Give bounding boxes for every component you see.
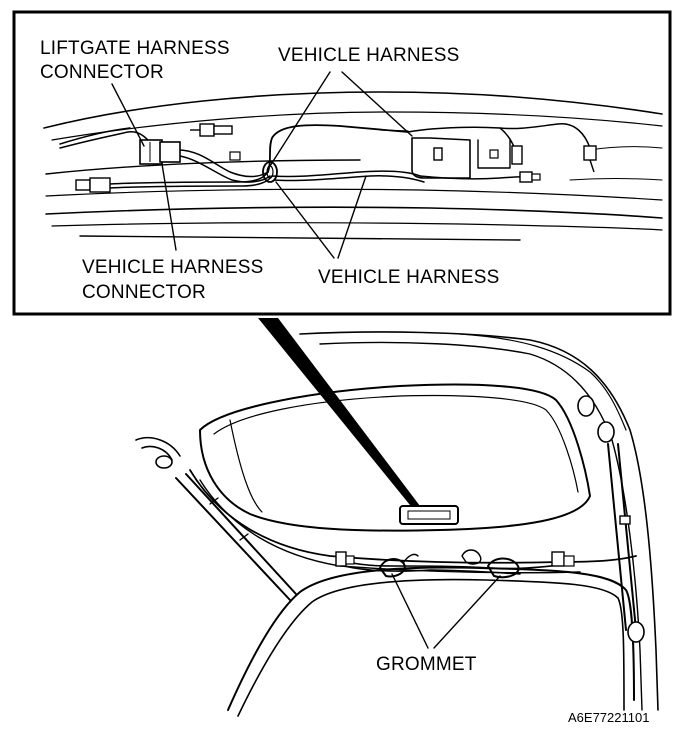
figure-code: A6E77221101 bbox=[568, 710, 649, 725]
inset-leader-lines bbox=[111, 71, 413, 259]
label-grommet: GROMMET bbox=[376, 654, 477, 675]
vehicle-rear-view: GROMMET bbox=[135, 331, 659, 717]
roof-panel-contours bbox=[43, 91, 663, 241]
label-vehicle-connector-line1: VEHICLE HARNESS bbox=[82, 257, 263, 278]
left-gas-strut bbox=[135, 436, 297, 601]
right-gas-strut bbox=[577, 395, 645, 643]
label-vehicle-harness-top: VEHICLE HARNESS bbox=[278, 45, 459, 66]
connector-parts bbox=[75, 123, 597, 193]
label-liftgate-connector-line1: LIFTGATE HARNESS bbox=[40, 38, 230, 59]
liftgate-harness bbox=[335, 549, 575, 579]
harness-wiring bbox=[59, 123, 591, 189]
detail-inset: LIFTGATE HARNESS CONNECTOR VEHICLE HARNE… bbox=[12, 10, 672, 316]
grommet-right bbox=[487, 557, 520, 579]
high-mount-stop-lamp bbox=[399, 505, 459, 525]
zoom-pointer bbox=[258, 318, 420, 510]
inset-frame bbox=[12, 10, 672, 316]
label-vehicle-harness-bottom: VEHICLE HARNESS bbox=[318, 267, 499, 288]
grommet-left bbox=[379, 558, 406, 578]
label-vehicle-connector-line2: CONNECTOR bbox=[82, 282, 206, 303]
label-liftgate-connector-line2: CONNECTOR bbox=[40, 62, 164, 83]
